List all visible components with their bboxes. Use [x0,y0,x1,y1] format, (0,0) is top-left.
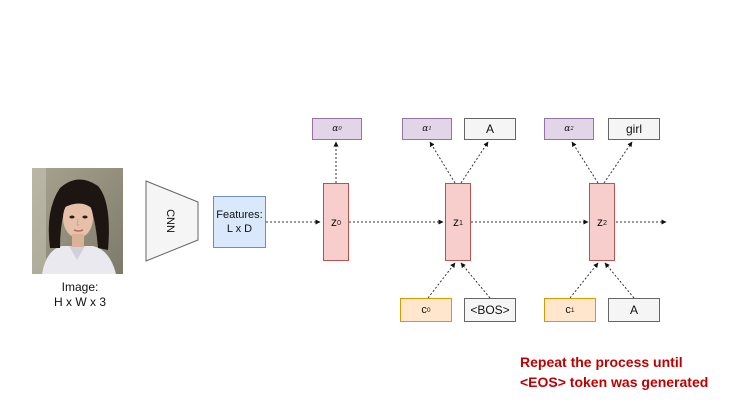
alpha1-sub: 1 [428,126,432,132]
arrow-c0-to-z1 [427,262,456,299]
z2-base: z [597,215,603,229]
c1-base: c [565,304,571,316]
features-box: Features: L x D [213,196,266,248]
image-caption: Image: H x W x 3 [30,280,130,310]
features-line1: Features: [216,209,263,221]
input-image [32,168,123,274]
alpha0-base: α [332,124,339,134]
output-word-2: girl [608,118,660,140]
z1-sub: 1 [459,217,463,227]
output-word-1: A [464,118,516,140]
image-caption-line1: Image: [61,280,99,294]
z0-sub: 0 [337,217,341,227]
alpha2-base: α [564,124,571,134]
arrow-z1-to-word1 [460,141,489,184]
alpha2-sub: 2 [570,126,574,132]
alpha0-sub: 0 [338,126,342,132]
cnn-label: CNN [164,209,176,233]
image-caption-line2: H x W x 3 [53,295,106,309]
arrow-z1-to-alpha1 [429,141,456,184]
arrow-a-to-z2 [604,262,635,299]
z1-base: z [453,215,459,229]
repeat-note-line2: <EOS> token was generated [520,374,709,390]
arrow-z2-to-alpha2 [571,141,599,184]
cnn-block: CNN [145,180,199,262]
input-token-bos: <BOS> [464,298,516,322]
input-token-a: A [608,298,660,322]
features-line2: L x D [226,223,253,235]
z2-sub: 2 [603,217,607,227]
c0-base: c [421,304,427,316]
arrow-c1-to-z2 [569,262,599,299]
arrow-z2-to-word2 [603,141,633,184]
arrow-bos-to-z1 [460,262,491,299]
c1-sub: 1 [570,306,575,314]
z0-base: z [331,215,337,229]
c0-sub: 0 [426,306,431,314]
repeat-note: Repeat the process until <EOS> token was… [520,352,725,392]
repeat-note-line1: Repeat the process until [520,354,683,370]
alpha1-base: α [422,124,429,134]
